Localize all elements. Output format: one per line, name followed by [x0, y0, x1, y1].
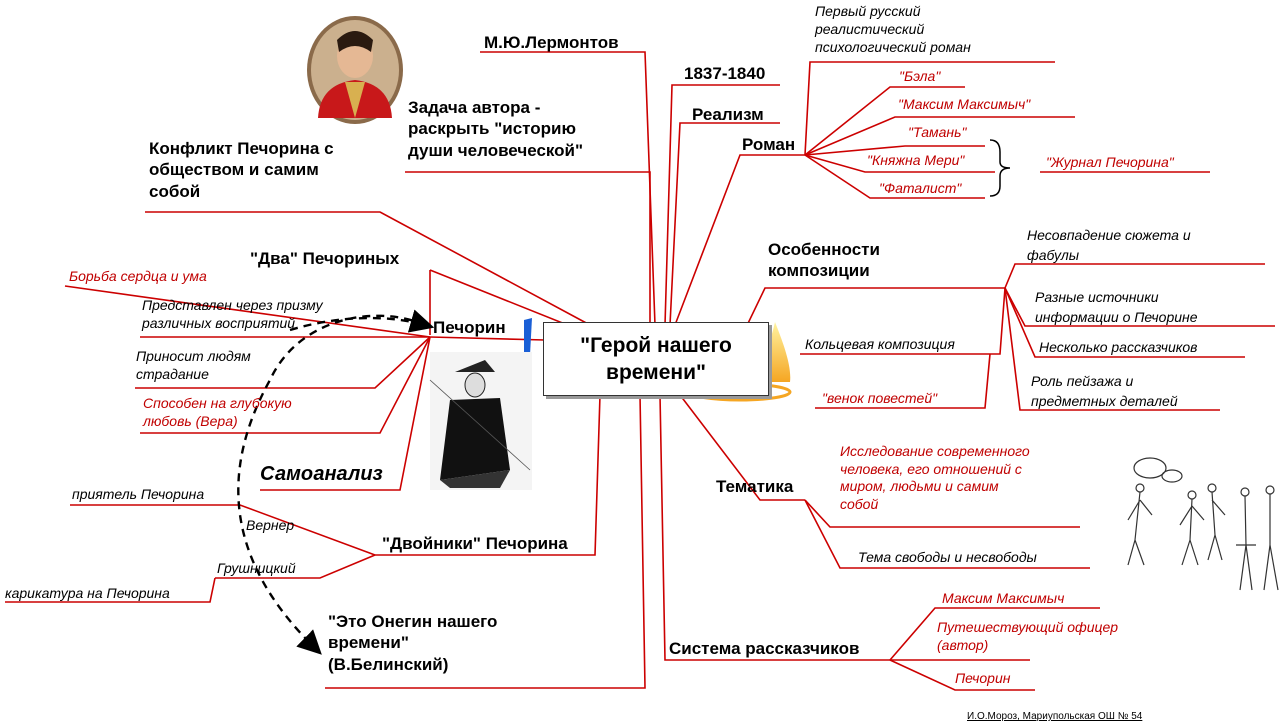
composition-label: Особенности композиции — [768, 239, 880, 282]
perception-line: различных восприятий — [142, 314, 296, 331]
story-mary: "Княжна Мери" — [867, 152, 965, 168]
onegin-line: "Это Онегин нашего — [328, 612, 498, 631]
novel-label: Роман — [742, 135, 796, 154]
grushnitsky-desc: карикатура на Печорина — [5, 585, 170, 601]
conflict-line: обществом и самим — [149, 160, 319, 180]
journal-label: "Журнал Печорина" — [1046, 154, 1174, 170]
first-novel-line: Первый русский — [815, 3, 921, 19]
narrators-label: Система рассказчиков — [669, 639, 860, 658]
heart-mind-struggle: Борьба сердца и ума — [69, 268, 207, 284]
perception-line: Представлен через призму — [142, 297, 323, 313]
pechorin-sketch — [429, 352, 532, 490]
themes-label: Тематика — [716, 477, 794, 496]
onegin-quote: "Это Онегин нашего времени" (В.Белинский… — [328, 611, 497, 675]
dashed-arrow-pechorin — [289, 309, 435, 333]
mismatch-line: фабулы — [1027, 247, 1080, 264]
author-credit: И.О.Мороз, Мариупольская ОШ № 54 — [967, 711, 1143, 722]
officer-line: (автор) — [937, 636, 989, 653]
several-narrators: Несколько рассказчиков — [1039, 339, 1198, 355]
years-label: 1837-1840 — [684, 64, 766, 83]
two-pechorins-label: "Два" Печориных — [250, 249, 400, 268]
figures-sketch — [1127, 457, 1279, 591]
study-line: человека, его отношений с — [840, 460, 1022, 477]
narrator-pechorin: Печорин — [955, 670, 1011, 686]
suffering-line: Приносит людям — [136, 348, 251, 364]
task-label: Задача автора - раскрыть "историю души ч… — [408, 97, 583, 161]
landscape-line: предметных деталей — [1031, 393, 1178, 410]
brings-suffering: Приносит людям страдание — [136, 348, 251, 383]
ring-composition: Кольцевая композиция — [805, 336, 955, 352]
deep-love: Способен на глубокую любовь (Вера) — [143, 395, 292, 430]
sources-line: информации о Печорине — [1035, 309, 1198, 326]
study-line: собой — [840, 495, 879, 512]
wreath-of-stories: "венок повестей" — [822, 390, 938, 406]
study-line: Исследование современного — [840, 443, 1030, 459]
central-title: "Герой нашего времени" — [543, 322, 769, 396]
realism-label: Реализм — [692, 105, 764, 124]
freedom-theme: Тема свободы и несвободы — [858, 549, 1037, 565]
officer-line: Путешествующий офицер — [937, 619, 1119, 635]
onegin-line: (В.Белинский) — [328, 654, 449, 674]
study-line: миром, людьми и самим — [840, 478, 999, 494]
werner-desc: приятель Печорина — [72, 486, 205, 502]
landscape-role: Роль пейзажа и предметных деталей — [1031, 371, 1178, 412]
werner-label: Вернер — [246, 517, 295, 533]
brace-icon — [989, 139, 1011, 197]
landscape-line: Роль пейзажа и — [1031, 373, 1134, 389]
lermontov-portrait — [307, 16, 403, 124]
self-analysis-label: Самоанализ — [260, 463, 383, 485]
mismatch-line: Несовпадение сюжета и — [1027, 227, 1191, 243]
deep-love-line: Способен на глубокую — [143, 395, 292, 411]
sources-line: Разные источники — [1035, 289, 1159, 305]
first-novel-note: Первый русский реалистический психологич… — [815, 2, 971, 57]
narrator-maxim: Максим Максимыч — [942, 590, 1065, 606]
author-label: М.Ю.Лермонтов — [484, 33, 619, 52]
suffering-line: страдание — [136, 365, 209, 382]
task-line: души человеческой" — [408, 140, 584, 160]
blue-marker-icon — [524, 318, 532, 355]
grushnitsky-label: Грушницкий — [217, 560, 296, 576]
story-taman: "Тамань" — [908, 124, 967, 140]
story-bela: "Бэла" — [899, 68, 941, 84]
story-maxim: "Максим Максимыч" — [898, 96, 1031, 112]
narrator-officer: Путешествующий офицер (автор) — [937, 619, 1118, 654]
conflict-line: Конфликт Печорина с — [149, 139, 334, 158]
deep-love-line: любовь (Вера) — [143, 412, 238, 429]
doubles-label: "Двойники" Печорина — [382, 534, 568, 553]
conflict-label: Конфликт Печорина с обществом и самим со… — [149, 138, 334, 202]
task-line: раскрыть "историю — [408, 119, 577, 139]
first-novel-line: психологический роман — [815, 39, 971, 56]
pechorin-label: Печорин — [433, 318, 506, 337]
info-sources: Разные источники информации о Печорине — [1035, 287, 1198, 328]
perception-prism: Представлен через призму различных воспр… — [142, 297, 323, 332]
dashed-arrow-onegin — [237, 314, 426, 655]
story-fatalist: "Фаталист" — [879, 180, 962, 196]
study-of-man: Исследование современного человека, его … — [840, 443, 1030, 513]
composition-line: композиции — [768, 261, 870, 281]
conflict-line: собой — [149, 181, 201, 201]
plot-mismatch: Несовпадение сюжета и фабулы — [1027, 225, 1191, 266]
first-novel-line: реалистический — [815, 21, 925, 38]
onegin-line: времени" — [328, 633, 409, 653]
task-line: Задача автора - — [408, 98, 541, 117]
composition-line: Особенности — [768, 240, 880, 259]
